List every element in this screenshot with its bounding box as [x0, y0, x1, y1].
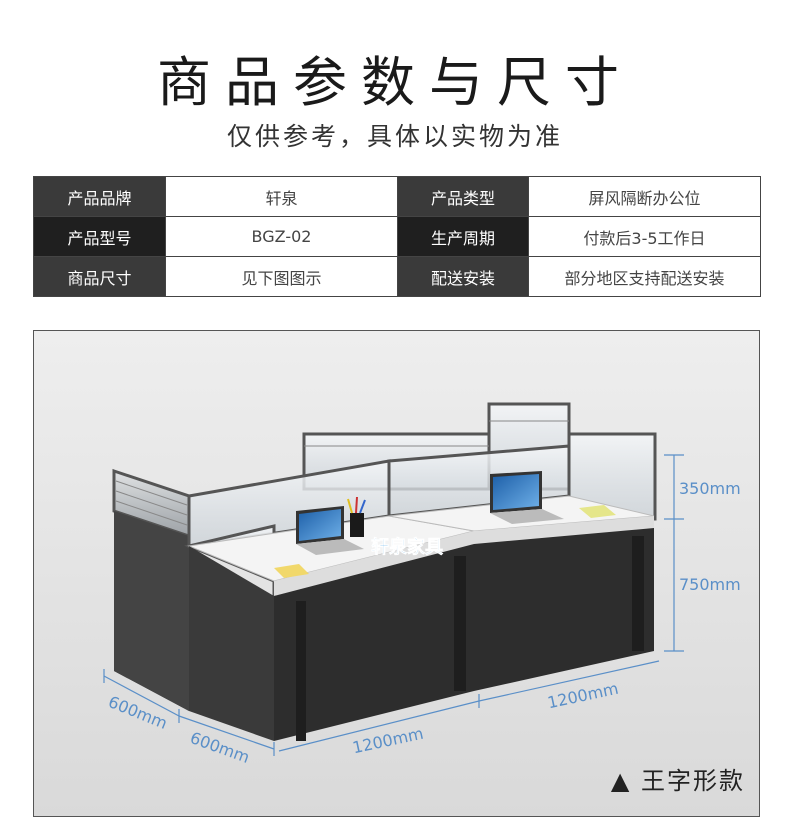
param-value: 付款后3-5工作日: [528, 216, 761, 257]
page-subtitle: 仅供参考，具体以实物为准: [226, 122, 563, 151]
desk-bodies: [189, 528, 654, 741]
dim-desk-height: 750mm: [679, 575, 741, 594]
notebooks: [274, 505, 616, 578]
page-title: 商品参数与尺寸: [157, 51, 633, 114]
param-label: 商品尺寸: [33, 256, 166, 297]
pen-holder: [347, 496, 366, 537]
params-row: 产品型号 BGZ-02 生产周期 付款后3-5工作日: [33, 216, 761, 257]
param-label: 产品型号: [33, 216, 166, 257]
dim-screen-height: 350mm: [679, 479, 741, 498]
param-value: BGZ-02: [165, 216, 398, 257]
param-label: 产品类型: [397, 176, 529, 217]
laptop-left: [296, 506, 364, 555]
product-figure: 轩泉家具 350mm 750mm 600mm 600mm 1200mm 1200…: [33, 330, 760, 817]
params-row: 产品品牌 轩泉 产品类型 屏风隔断办公位: [33, 176, 761, 217]
param-value: 屏风隔断办公位: [528, 176, 761, 217]
param-value: 轩泉: [165, 176, 398, 217]
param-label: 产品品牌: [33, 176, 166, 217]
param-value: 见下图图示: [165, 256, 398, 297]
params-row: 商品尺寸 见下图图示 配送安装 部分地区支持配送安装: [33, 256, 761, 297]
param-label: 配送安装: [397, 256, 529, 297]
desk-tops: [187, 495, 655, 596]
dimension-lines: [103, 454, 684, 756]
param-label: 生产周期: [397, 216, 529, 257]
brand-sign: 轩泉家具: [371, 536, 443, 558]
param-value: 部分地区支持配送安装: [528, 256, 761, 297]
laptop-right: [490, 471, 564, 524]
figure-caption: ▲ 王字形款: [610, 767, 745, 795]
left-end-panel: [112, 468, 191, 711]
workstation-illustration: 轩泉家具: [34, 331, 759, 816]
params-table: 产品品牌 轩泉 产品类型 屏风隔断办公位 产品型号 BGZ-02 生产周期 付款…: [33, 176, 761, 297]
